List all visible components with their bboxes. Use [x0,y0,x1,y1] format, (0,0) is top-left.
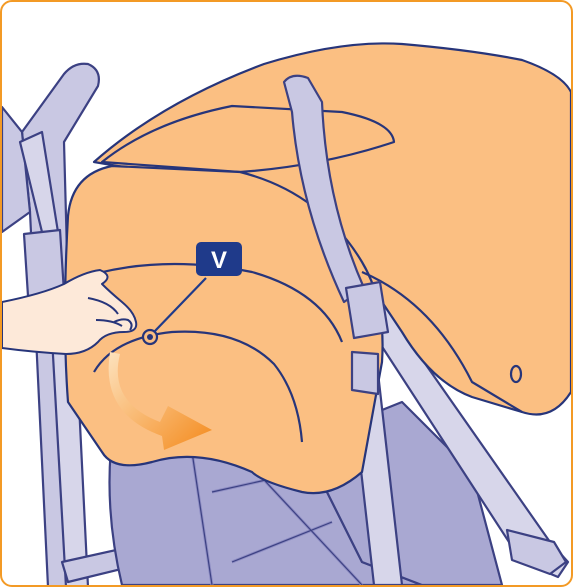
callout-label: V [211,247,227,274]
